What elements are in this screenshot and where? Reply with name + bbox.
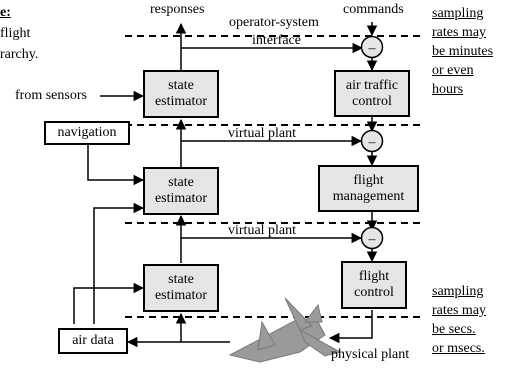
sampling-note-top-line1: sampling xyxy=(432,6,484,21)
physical-plant-label: physical plant xyxy=(331,347,410,362)
interface-label: interface xyxy=(252,33,301,48)
sampling-note-top-line2: rates may xyxy=(432,25,487,40)
flight-control-box: flight control xyxy=(341,261,407,309)
responses-label: responses xyxy=(150,2,205,17)
state-estimator-2-line2: estimator xyxy=(154,191,208,206)
sampling-note-top-line5: hours xyxy=(432,82,464,97)
state-estimator-box-1: state estimator xyxy=(143,70,219,118)
state-estimator-box-3: state estimator xyxy=(143,264,219,312)
title-fragment-line3: rarchy. xyxy=(0,47,39,62)
comparator-3 xyxy=(360,226,384,250)
commands-label: commands xyxy=(343,2,404,17)
air-traffic-control-line2: control xyxy=(352,93,392,109)
state-estimator-2-line1: state xyxy=(168,175,194,190)
comparator-1-symbol: – xyxy=(368,41,377,56)
state-estimator-1-line2: estimator xyxy=(154,94,208,109)
air-traffic-control-line1: air traffic xyxy=(345,77,399,93)
state-estimator-1-line1: state xyxy=(168,78,194,93)
comparator-2-symbol: – xyxy=(368,135,377,150)
state-estimator-box-2: state estimator xyxy=(143,167,219,215)
sampling-note-top-line3: be minutes xyxy=(432,44,494,59)
sampling-note-top: sampling rates may be minutes or even ho… xyxy=(432,4,493,99)
air-data-label: air data xyxy=(72,333,114,348)
sampling-note-top-line4: or even xyxy=(432,63,474,78)
sampling-note-bottom-line1: sampling xyxy=(432,284,484,299)
state-estimator-3-line1: state xyxy=(168,272,194,287)
comparator-3-symbol: – xyxy=(368,232,377,247)
air-data-box: air data xyxy=(58,328,128,354)
flight-control-line1: flight xyxy=(358,269,390,284)
fc-to-plant-arrow xyxy=(328,310,373,344)
navigation-to-estimator2-arrow xyxy=(87,144,145,186)
airplane-image xyxy=(228,297,342,363)
flight-management-box: flight management xyxy=(318,165,419,212)
state-estimator-3-line2: estimator xyxy=(154,288,208,303)
navigation-label: navigation xyxy=(57,125,117,140)
virtual-plant-2-label: virtual plant xyxy=(228,223,297,238)
flight-management-line1: flight xyxy=(353,172,384,188)
comparator-1 xyxy=(360,35,384,59)
virtual-plant-1-label: virtual plant xyxy=(228,126,297,141)
sampling-note-bottom-line2: rates may xyxy=(432,303,487,318)
navigation-box: navigation xyxy=(44,121,130,145)
air-data-to-estimator2-arrow xyxy=(93,202,145,324)
sampling-note-bottom-line4: or msecs. xyxy=(432,341,485,356)
operator-system-label: operator-system xyxy=(229,15,319,30)
flight-management-line2: management xyxy=(332,188,405,204)
air-data-to-estimator3-arrow xyxy=(73,282,145,324)
sampling-note-bottom: sampling rates may be secs. or msecs. xyxy=(432,282,486,358)
title-fragment-line2: flight xyxy=(0,26,31,41)
comparator-2 xyxy=(360,129,384,153)
sampling-note-bottom-line3: be secs. xyxy=(432,322,476,337)
flight-control-line2: control xyxy=(354,285,394,300)
from-sensors-label: from sensors xyxy=(15,88,87,103)
title-fragment-line1: e: xyxy=(0,5,11,20)
air-traffic-control-box: air traffic control xyxy=(334,70,410,117)
